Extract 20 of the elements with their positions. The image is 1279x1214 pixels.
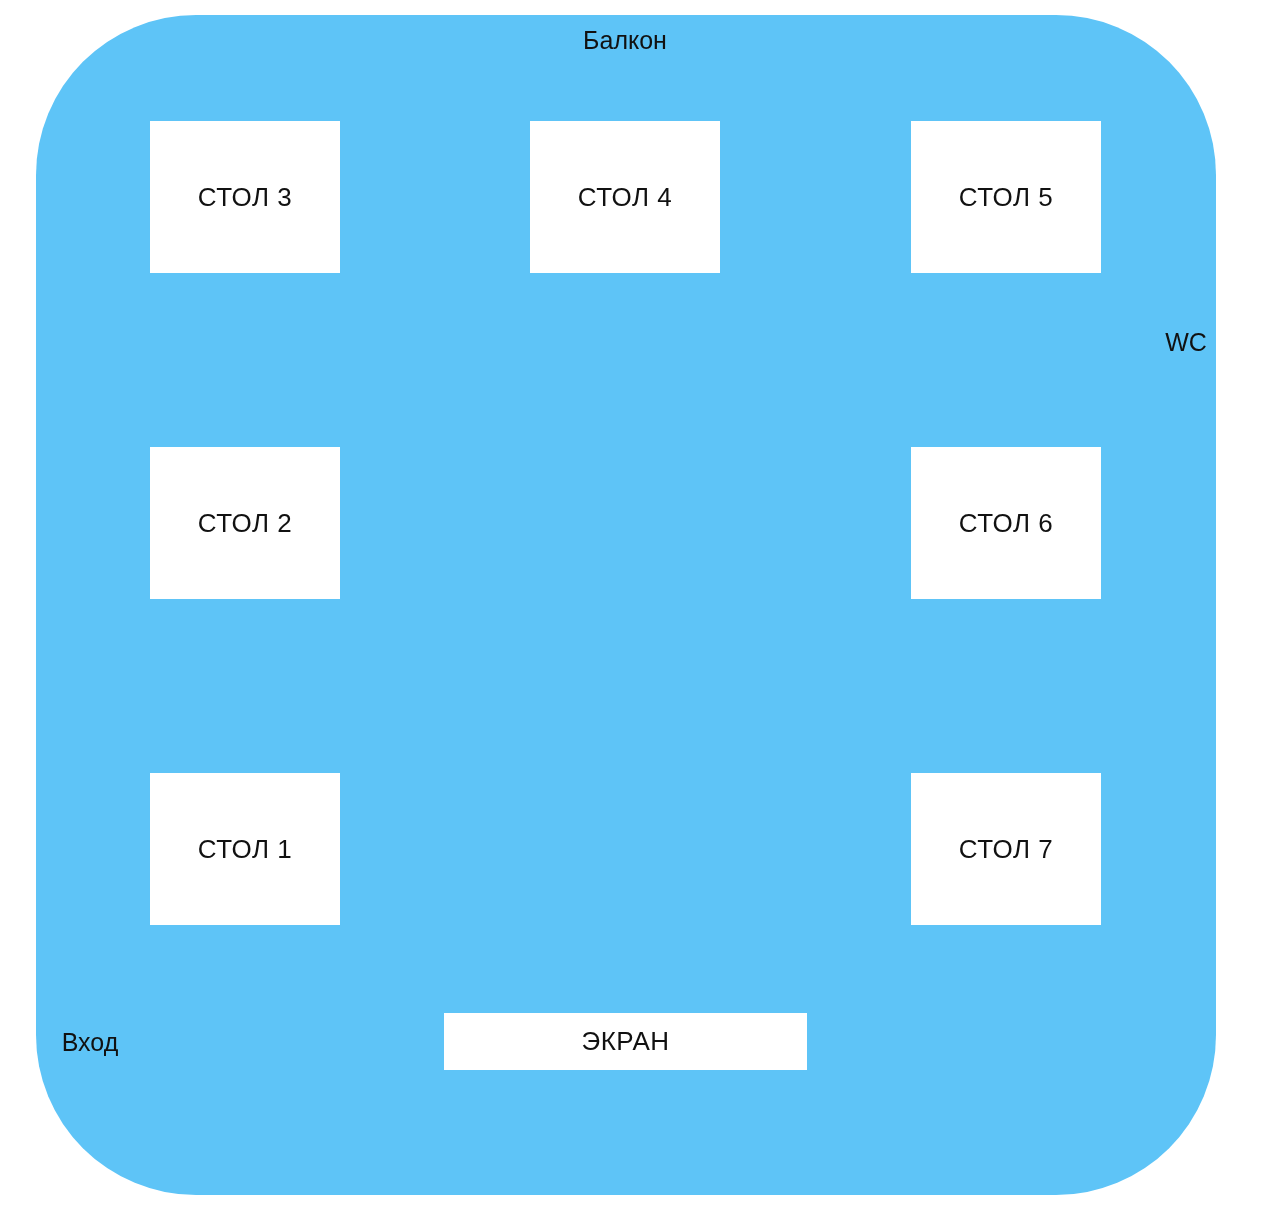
- table-label: СТОЛ 5: [958, 181, 1054, 213]
- table-label: СТОЛ 1: [197, 833, 293, 865]
- table-box: [911, 447, 1101, 599]
- table-box: [150, 773, 340, 925]
- area-label: WC: [1165, 327, 1207, 357]
- table-label: СТОЛ 6: [958, 507, 1054, 539]
- table-box: [150, 447, 340, 599]
- table-label: СТОЛ 7: [958, 833, 1054, 865]
- table-box: [150, 121, 340, 273]
- area-label: Балкон: [583, 25, 667, 55]
- table-box: [530, 121, 720, 273]
- room-floor: [36, 15, 1216, 1195]
- table-label: СТОЛ 3: [197, 181, 293, 213]
- table-label: СТОЛ 2: [197, 507, 293, 539]
- table-box: [911, 773, 1101, 925]
- table-label: СТОЛ 4: [577, 181, 673, 213]
- table-box: [911, 121, 1101, 273]
- area-label: Вход: [61, 1027, 119, 1057]
- table-box: [444, 1013, 807, 1070]
- table-label: ЭКРАН: [581, 1026, 670, 1057]
